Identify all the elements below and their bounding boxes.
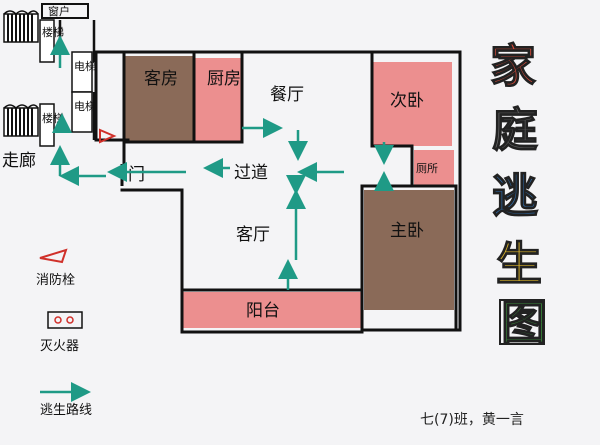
stairs-bottom-frame: [39, 103, 55, 147]
credit-text: 七(7)班，黄一言: [420, 411, 524, 428]
elevator-2-label: 电梯: [74, 100, 96, 113]
window-box: [41, 3, 89, 19]
kitchen-label: 厨房: [207, 69, 241, 89]
legend-extinguisher-icon: [47, 311, 83, 329]
stairs-top: [3, 10, 39, 43]
guest-room-label: 客房: [144, 69, 178, 89]
apartment: 门 客房 厨房 餐厅 次卧 厕所 主卧 过道 客厅 阳台: [94, 50, 462, 334]
elevator-1-label: 电梯: [74, 60, 96, 73]
corridor-hall-label: 过道: [234, 163, 268, 183]
legend-route-label: 逃生路线: [40, 402, 92, 418]
second-bedroom: [372, 62, 452, 146]
balcony-label: 阳台: [246, 301, 280, 321]
legend-hydrant-label: 消防栓: [36, 272, 75, 288]
outer-corridor-label: 走廊: [2, 151, 36, 171]
living-room-label: 客厅: [236, 225, 270, 245]
kitchen: [194, 58, 242, 142]
escape-route-arrows: [50, 35, 394, 290]
guest-room: [124, 56, 194, 142]
window-label: 窗户: [48, 4, 70, 18]
outer-corridor-area: 窗户 楼梯 楼梯 电梯 电梯 走廊: [2, 3, 96, 171]
walls: [94, 50, 462, 334]
title: 家 庭 逃 生 图: [489, 38, 547, 350]
legend-extinguisher-dot-2: [66, 316, 74, 324]
dining-label: 餐厅: [270, 85, 304, 105]
title-char-4: 生: [496, 237, 542, 291]
balcony: [182, 292, 362, 328]
master-bedroom: [364, 190, 454, 310]
stairs-bottom: [3, 104, 39, 137]
legend-extinguisher-dot-1: [54, 316, 62, 324]
door-label: 门: [128, 165, 145, 185]
elevator-2: [71, 91, 93, 133]
title-char-3: 逃: [492, 169, 538, 223]
title-char-5-box: [499, 299, 545, 345]
toilet-label: 厕所: [416, 162, 438, 175]
master-bedroom-label: 主卧: [390, 221, 424, 241]
second-bedroom-label: 次卧: [390, 91, 424, 111]
legend-hydrant-icon: [39, 248, 68, 264]
title-char-1: 家: [490, 39, 536, 93]
title-char-2: 庭: [492, 103, 538, 157]
title-char-5: 图: [501, 296, 547, 350]
legend-extinguisher-label: 灭火器: [40, 339, 79, 354]
hydrant-marker: [99, 128, 117, 144]
toilet: [414, 150, 454, 186]
stairs-bottom-label: 楼梯: [42, 111, 64, 125]
legend: 消防栓 灭火器 逃生路线: [36, 248, 92, 418]
